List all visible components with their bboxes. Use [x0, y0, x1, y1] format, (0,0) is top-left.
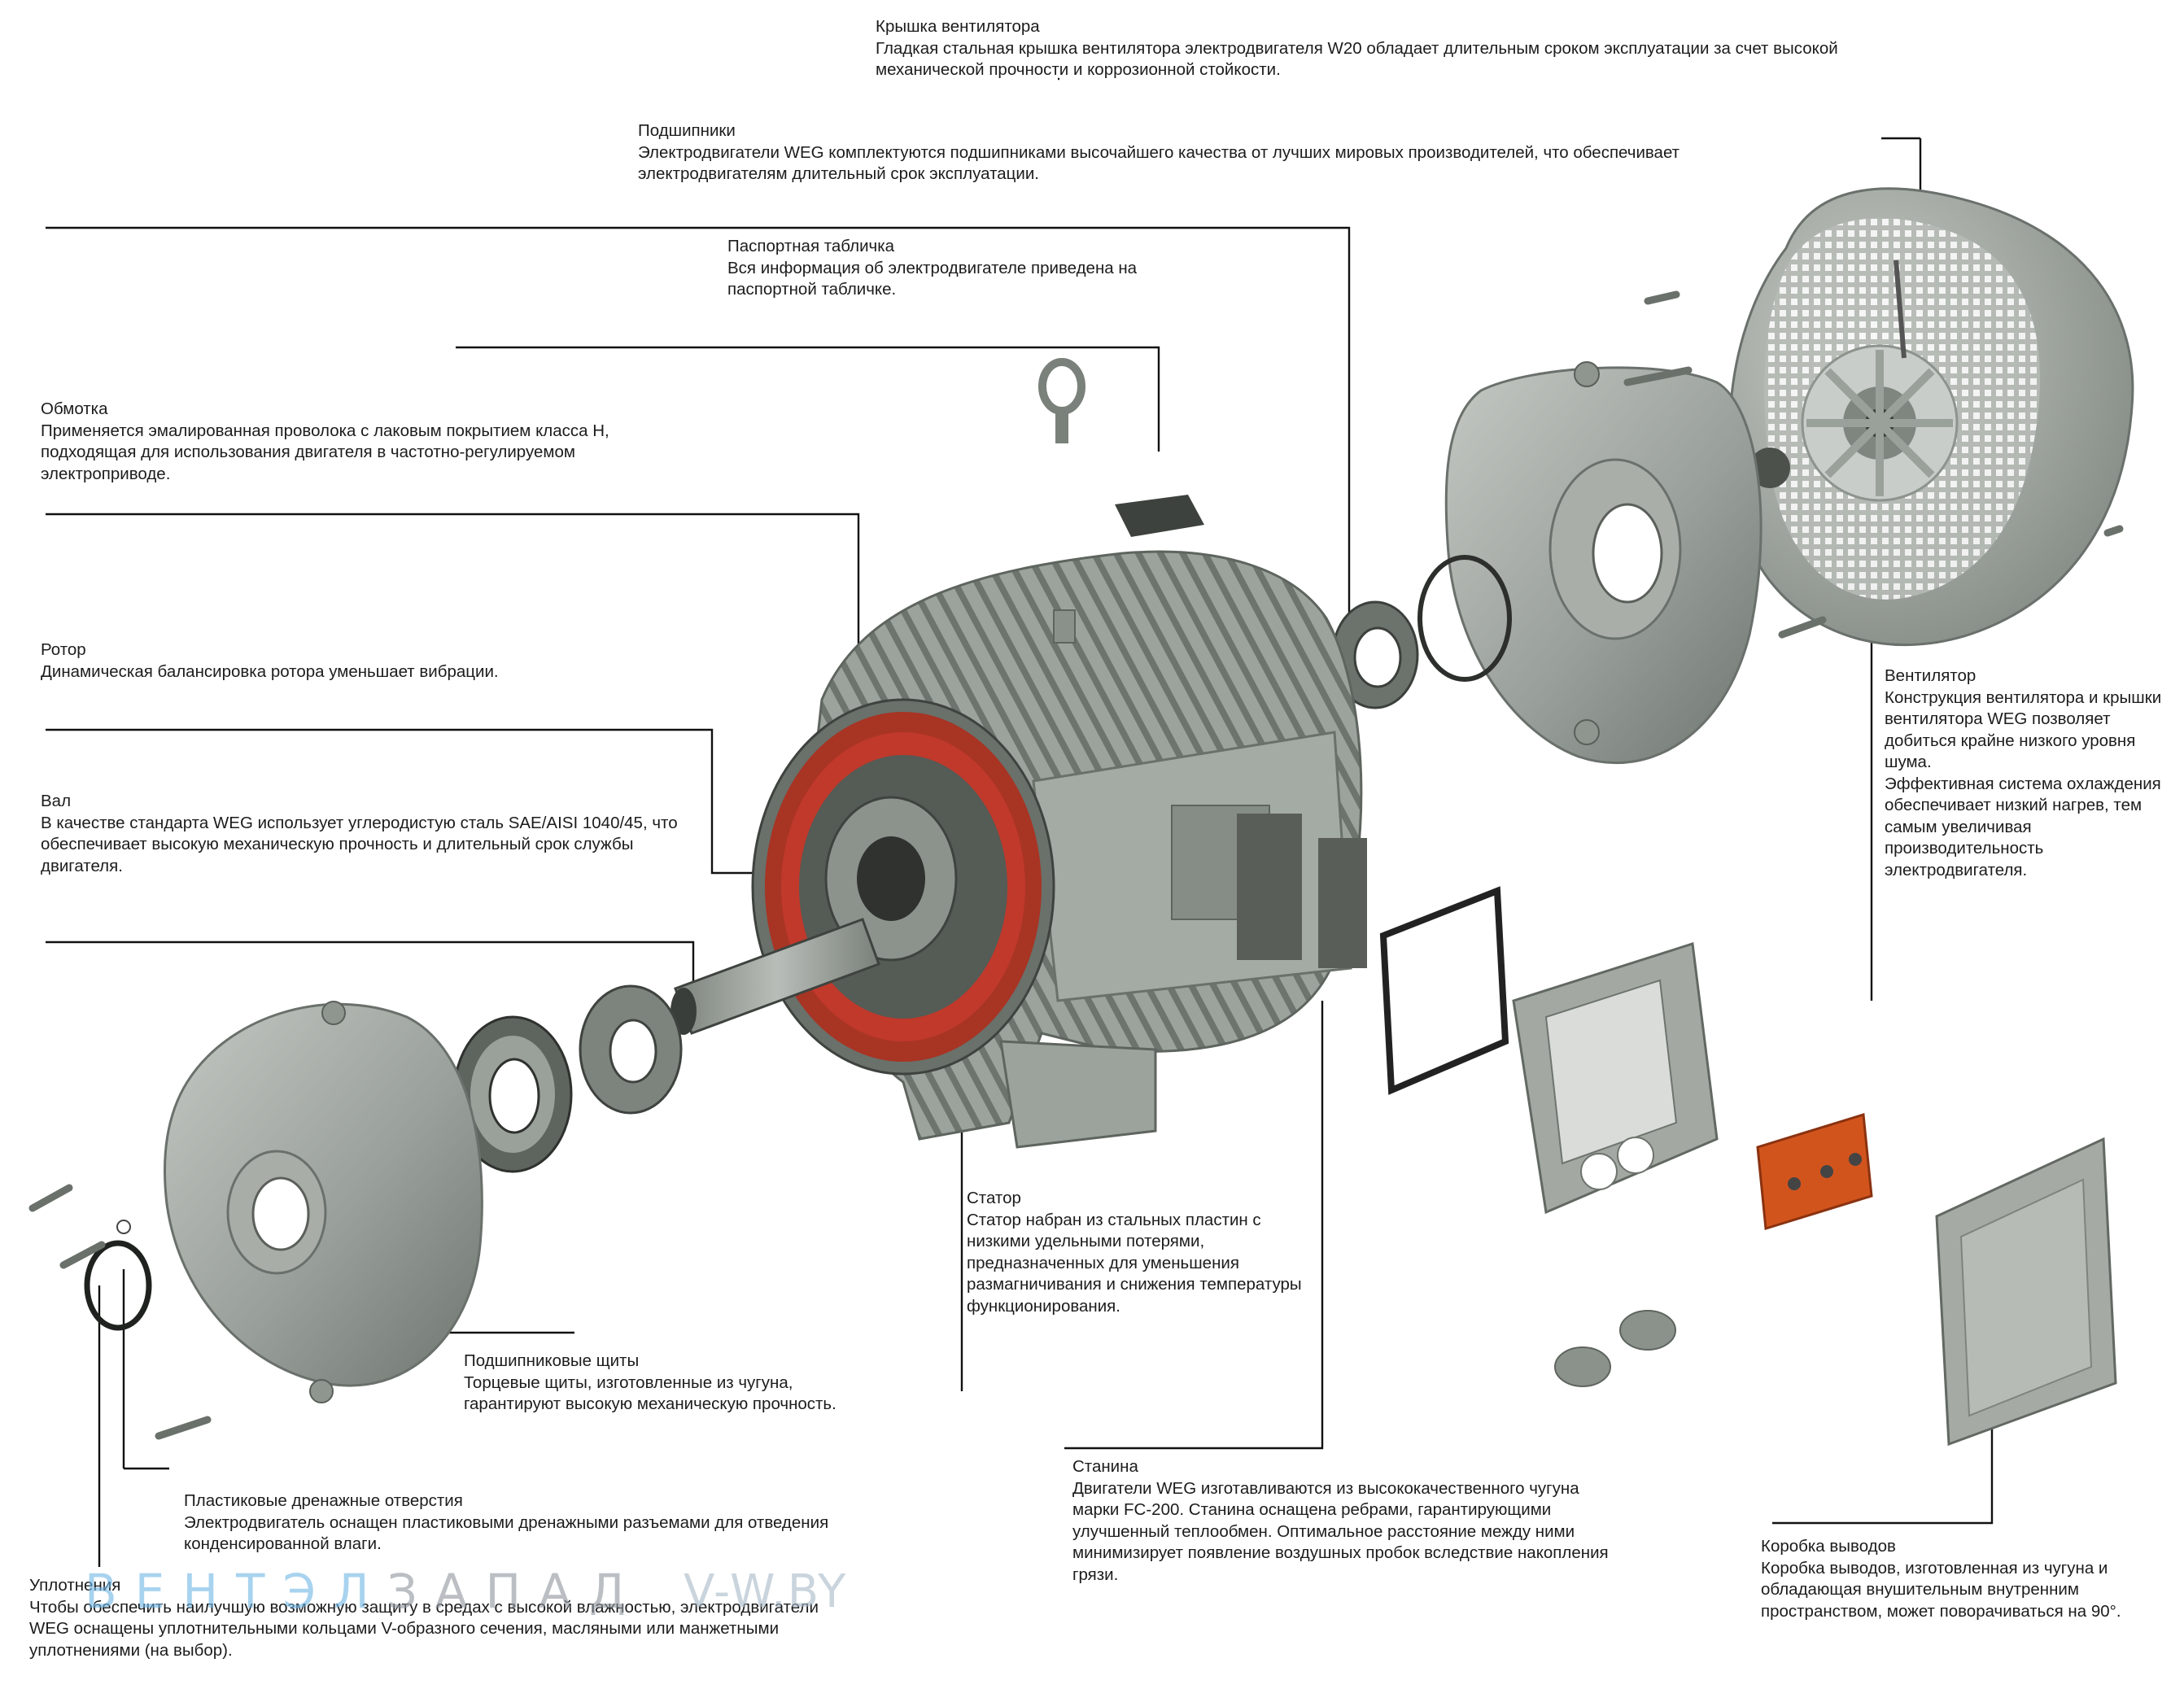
- label-winding: Обмотка Применяется эмалированная провол…: [41, 399, 609, 485]
- label-title: Пластиковые дренажные отверстия: [184, 1491, 463, 1510]
- leader-lines: [46, 77, 1994, 1567]
- label-title: Станина: [1072, 1457, 1138, 1476]
- label-rotor: Ротор Динамическая балансировка ротора у…: [41, 639, 499, 683]
- leader-frame: [1064, 1001, 1324, 1450]
- label-title: Подшипниковые щиты: [464, 1351, 640, 1370]
- label-text: В качестве стандарта WEG использует угле…: [41, 813, 678, 875]
- front-endshield-part: [163, 1001, 483, 1403]
- label-title: Паспортная табличка: [727, 237, 895, 255]
- label-text: Двигатели WEG изготавливаются из высокок…: [1072, 1478, 1609, 1584]
- front-bearing-cap-part: [579, 984, 683, 1115]
- leader-bearings: [46, 226, 1351, 631]
- label-text: Гладкая стальная крышка вентилятора элек…: [876, 38, 1838, 80]
- label-nameplate: Паспортная табличка Вся информация об эл…: [727, 236, 1137, 301]
- label-endshields: Подшипниковые щиты Торцевые щиты, изгото…: [464, 1351, 836, 1416]
- label-text: Применяется эмалированная проволока с ла…: [41, 421, 609, 483]
- stator-winding-part: [751, 698, 1055, 1076]
- label-title: Уплотнения: [29, 1576, 121, 1595]
- seal-oring: [84, 1240, 152, 1331]
- label-fan-cover: Крышка вентилятора Гладкая стальная крыш…: [876, 16, 1838, 81]
- label-text: Чтобы обеспечить наилучшую возможную защ…: [29, 1597, 819, 1660]
- label-title: Крышка вентилятора: [876, 17, 1040, 36]
- label-terminal-box: Коробка выводов Коробка выводов, изготов…: [1761, 1536, 2121, 1622]
- label-title: Ротор: [41, 640, 86, 659]
- nameplate-part: [1115, 495, 1204, 537]
- label-title: Обмотка: [41, 399, 108, 418]
- label-fan: Вентилятор Конструкция вентилятора и кры…: [1885, 666, 2161, 881]
- label-seals: Уплотнения Чтобы обеспечить наилучшую во…: [29, 1575, 819, 1661]
- label-title: Подшипники: [638, 121, 736, 140]
- watermark-site: V-W.BY: [684, 1565, 848, 1618]
- label-title: Вал: [41, 792, 72, 810]
- label-text: Динамическая балансировка ротора уменьша…: [41, 661, 499, 681]
- shaft-part: [670, 918, 880, 1035]
- leader-nameplate: [456, 346, 1160, 452]
- label-text: Электродвигатели WEG комплектуются подши…: [638, 142, 1680, 184]
- label-drains: Пластиковые дренажные отверстия Электрод…: [184, 1490, 828, 1556]
- drain-plug: [116, 1220, 131, 1234]
- label-text: Конструкция вентилятора и крышки вентиля…: [1885, 687, 2162, 879]
- terminal-box-part: [1512, 942, 1719, 1215]
- terminal-cover-part: [1935, 1137, 2117, 1447]
- label-frame: Станина Двигатели WEG изготавливаются из…: [1072, 1456, 1609, 1586]
- label-text: Электродвигатель оснащен пластиковыми др…: [184, 1512, 829, 1554]
- leader-winding: [46, 513, 860, 736]
- watermark-logo: ВЕНТЭЛЗАПАД: [85, 1564, 644, 1619]
- label-text: Коробка выводов, изготовленная из чугуна…: [1761, 1558, 2121, 1621]
- label-shaft: Вал В качестве стандарта WEG использует …: [41, 791, 678, 877]
- label-title: Коробка выводов: [1761, 1537, 1896, 1556]
- terminal-gasket: [1379, 886, 1509, 1095]
- cable-plugs: [1554, 1310, 1676, 1387]
- label-text: Вся информация об электродвигателе приве…: [727, 258, 1138, 299]
- label-text: Статор набран из стальных пластин с низк…: [967, 1210, 1302, 1316]
- label-title: Статор: [967, 1189, 1021, 1207]
- label-text: Торцевые щиты, изготовленные из чугуна, …: [464, 1373, 836, 1414]
- bolts: [28, 290, 2124, 1440]
- rear-endshield-part: [1444, 361, 1762, 765]
- label-stator: Статор Статор набран из стальных пластин…: [967, 1188, 1302, 1317]
- rear-oring: [1417, 555, 1512, 682]
- leader-shaft: [46, 941, 695, 984]
- front-bearing-part: [452, 1015, 573, 1173]
- watermark-part2: ЗАПАД: [387, 1564, 644, 1619]
- rear-bearing-part: [1331, 600, 1419, 709]
- terminal-block-part: [1756, 1113, 1873, 1230]
- label-title: Вентилятор: [1885, 666, 1977, 685]
- fan-cover-part: [1728, 187, 2134, 647]
- label-bearings: Подшипники Электродвигатели WEG комплект…: [638, 120, 1679, 185]
- watermark-part1: ВЕНТЭЛ: [85, 1564, 387, 1619]
- eye-bolt: [1038, 358, 1085, 443]
